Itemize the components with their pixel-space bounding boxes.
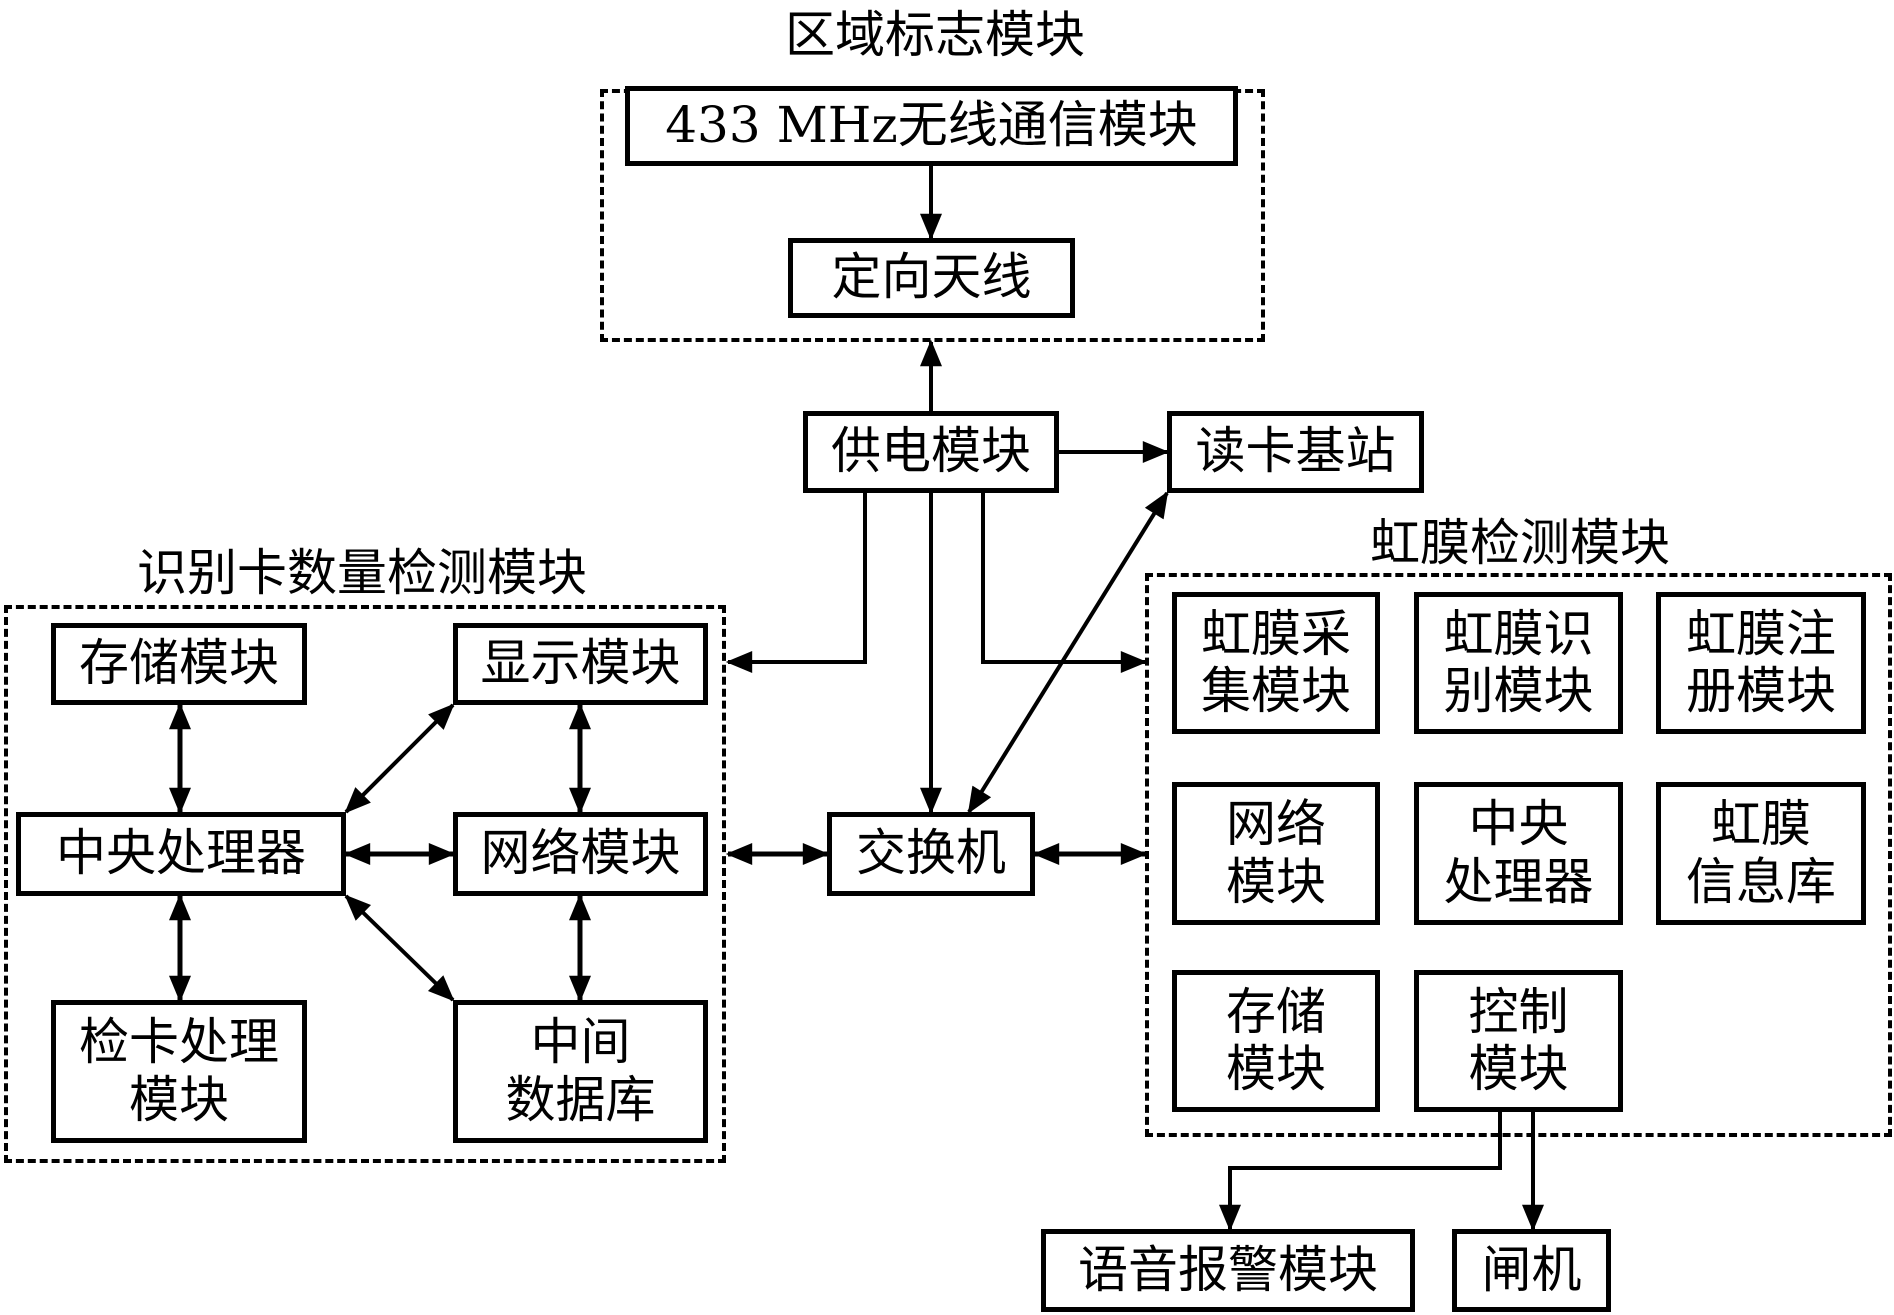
node-label: 定向天线	[831, 248, 1032, 307]
iris-info-db-node: 虹膜信息库	[1656, 782, 1866, 925]
arrow-reader-switch	[967, 491, 1169, 814]
directional-antenna-node: 定向天线	[788, 238, 1075, 318]
node-label: 读卡基站	[1195, 422, 1396, 481]
node-label: 中间	[530, 1013, 631, 1071]
node-label: 处理器	[1443, 852, 1594, 911]
left-intermediate-db-node: 中间数据库	[453, 1000, 708, 1143]
node-label: 数据库	[505, 1070, 656, 1129]
node-label: 检卡处理	[79, 1013, 279, 1071]
voice-alarm-node: 语音报警模块	[1041, 1229, 1415, 1312]
iris-storage-node: 存储模块	[1172, 970, 1380, 1112]
node-label: 册模块	[1686, 662, 1836, 720]
arrow-power-to-iris	[981, 493, 1148, 673]
iris-recognition-node: 虹膜识别模块	[1414, 592, 1623, 734]
node-label: 存储模块	[79, 634, 279, 693]
iris-module-frame	[1145, 573, 1892, 1137]
arrow-power-to-card-count	[725, 493, 867, 673]
node-label: 虹膜采	[1201, 604, 1351, 663]
node-label: 闸机	[1481, 1240, 1582, 1299]
node-label: 控制	[1468, 982, 1569, 1041]
card-reader-station-node: 读卡基站	[1167, 411, 1424, 493]
wireless-433mhz-node: 433 MHz无线通信模块	[625, 86, 1238, 166]
arrow-left-cpu-middb	[344, 894, 455, 1002]
left-card-check-node: 检卡处理模块	[51, 1000, 307, 1143]
card-count-module-frame	[4, 605, 726, 1163]
node-label: 模块	[1226, 1040, 1326, 1098]
node-label: 虹膜注	[1686, 604, 1836, 663]
node-label: 中央	[1468, 795, 1569, 853]
node-label: 交换机	[856, 824, 1006, 883]
node-label: 中央处理器	[56, 824, 306, 883]
turnstile-gate-node: 闸机	[1452, 1229, 1611, 1312]
network-switch-node: 交换机	[827, 812, 1035, 896]
node-label: 供电模块	[831, 422, 1031, 481]
node-label: 虹膜识	[1443, 604, 1594, 663]
left-network-node: 网络模块	[453, 812, 708, 896]
card-count-module-title: 识别卡数量检测模块	[137, 544, 587, 602]
arrow-left-cpu-display	[344, 703, 455, 814]
node-label: 网络模块	[480, 824, 681, 883]
node-label: 模块	[129, 1070, 229, 1129]
node-label: 集模块	[1201, 662, 1351, 720]
node-label: 存储	[1226, 982, 1326, 1041]
left-cpu-node: 中央处理器	[16, 812, 346, 896]
region-module-title: 区域标志模块	[785, 6, 1085, 64]
node-label: 信息库	[1686, 852, 1836, 911]
node-label: 虹膜	[1711, 795, 1811, 853]
node-label: 模块	[1226, 852, 1326, 911]
power-supply-node: 供电模块	[803, 411, 1059, 493]
iris-cpu-node: 中央处理器	[1414, 782, 1623, 925]
iris-register-node: 虹膜注册模块	[1656, 592, 1866, 734]
arrow-control-to-alarm	[1219, 1112, 1502, 1232]
left-display-node: 显示模块	[453, 623, 708, 705]
node-label: 模块	[1468, 1040, 1569, 1098]
iris-module-title: 虹膜检测模块	[1370, 514, 1670, 572]
iris-collect-node: 虹膜采集模块	[1172, 592, 1380, 734]
node-label: 别模块	[1443, 662, 1594, 720]
node-label: 显示模块	[480, 634, 681, 693]
node-label: 语音报警模块	[1078, 1240, 1378, 1299]
iris-control-node: 控制模块	[1414, 970, 1623, 1112]
iris-network-node: 网络模块	[1172, 782, 1380, 925]
node-label: 433 MHz无线通信模块	[665, 96, 1198, 155]
node-label: 网络	[1226, 795, 1326, 853]
left-storage-node: 存储模块	[51, 623, 307, 705]
